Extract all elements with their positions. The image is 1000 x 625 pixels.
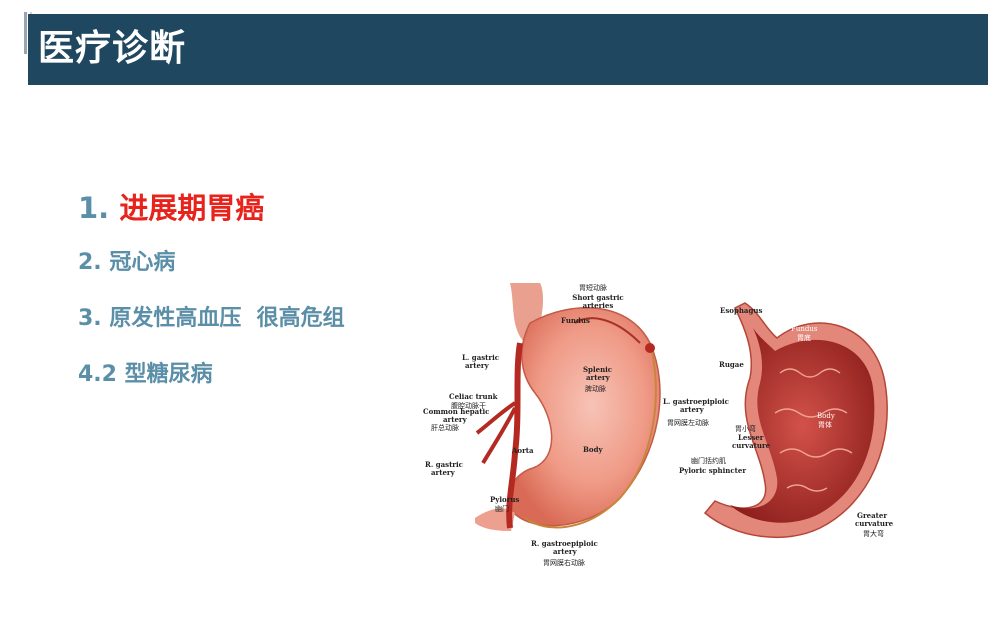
label-fundus: Fundus bbox=[561, 316, 590, 325]
label-pyloric-sphincter: Pyloric sphincter bbox=[679, 466, 746, 475]
label-l-gastric: L. gastric bbox=[462, 353, 499, 362]
external-stomach-labels: 胃短动脉 Short gastric arteries Fundus L. ga… bbox=[423, 283, 729, 567]
stomach-anatomy-figure: 胃短动脉 Short gastric arteries Fundus L. ga… bbox=[423, 283, 894, 567]
label-splenic-cn: 脾动脉 bbox=[585, 384, 606, 393]
label-common-hepatic-2: artery bbox=[443, 415, 468, 424]
label-greater-cn: 胃大弯 bbox=[863, 529, 884, 538]
label-splenic: Splenic bbox=[583, 365, 612, 374]
label-pylorus: Pylorus bbox=[490, 495, 519, 504]
label-short-gastric-cn: 胃短动脉 bbox=[579, 283, 607, 292]
label-fundus-inner: Fundus bbox=[791, 325, 818, 333]
label-r-gastric-2: artery bbox=[431, 468, 456, 477]
label-esophagus: Esophagus bbox=[720, 306, 762, 315]
label-common-hepatic: Common hepatic bbox=[423, 407, 489, 416]
label-pyloric-cn: 幽门括约肌 bbox=[691, 456, 726, 465]
external-stomach-illustration bbox=[475, 283, 661, 531]
label-lesser-2: curvature bbox=[732, 441, 771, 450]
label-greater: Greater bbox=[857, 511, 887, 520]
label-lesser: Lesser bbox=[738, 433, 764, 442]
diagnosis-number: 1. bbox=[78, 191, 110, 225]
label-rugae: Rugae bbox=[719, 360, 744, 369]
label-body-inner: Body bbox=[817, 412, 835, 420]
label-r-gastroepiploic-2: artery bbox=[553, 547, 578, 556]
label-common-hepatic-cn: 肝总动脉 bbox=[431, 423, 459, 432]
label-celiac-cn: 腹腔动脉干 bbox=[451, 401, 486, 410]
label-l-gastric-2: artery bbox=[465, 361, 490, 370]
diagnosis-item-2: 2. 冠心病 bbox=[78, 250, 176, 275]
label-l-gastroepiploic-cn: 胃网膜左动脉 bbox=[667, 418, 709, 427]
label-fundus-inner-cn: 胃底 bbox=[797, 333, 811, 342]
diagnosis-highlight: 进展期胃癌 bbox=[119, 191, 265, 225]
diagnosis-item-3: 3. 原发性高血压 很高危组 bbox=[78, 306, 345, 331]
diagnosis-item-4: 4.2 型糖尿病 bbox=[78, 362, 213, 387]
diagnosis-list: 1. 进展期胃癌 2. 冠心病 3. 原发性高血压 很高危组 4.2 型糖尿病 bbox=[78, 188, 345, 416]
label-short-gastric-2: arteries bbox=[583, 301, 614, 310]
label-r-gastroepiploic: R. gastroepiploic bbox=[531, 539, 598, 548]
label-celiac-trunk: Celiac trunk bbox=[449, 392, 498, 401]
label-short-gastric: Short gastric bbox=[572, 293, 623, 302]
label-l-gastroepiploic-2: artery bbox=[680, 405, 705, 414]
label-r-gastroepiploic-cn: 胃网膜右动脉 bbox=[543, 558, 585, 567]
page-title: 医疗诊断 bbox=[38, 28, 187, 69]
cross-section-stomach-illustration bbox=[703, 302, 888, 538]
accent-bar bbox=[24, 12, 27, 54]
label-aorta: Aorta bbox=[511, 446, 534, 455]
label-pylorus-cn: 幽门 bbox=[495, 504, 509, 513]
cross-section-labels: Esophagus Fundus 胃底 Rugae Body 胃体 胃小弯 Le… bbox=[679, 306, 894, 538]
label-body-inner-cn: 胃体 bbox=[818, 420, 832, 429]
label-r-gastric: R. gastric bbox=[425, 460, 463, 469]
label-body: Body bbox=[583, 445, 603, 454]
label-splenic-2: artery bbox=[586, 373, 611, 382]
diagnosis-item-1: 1. 进展期胃癌 bbox=[78, 188, 345, 228]
label-lesser-cn: 胃小弯 bbox=[735, 424, 756, 433]
label-greater-2: curvature bbox=[855, 519, 894, 528]
header-banner bbox=[28, 14, 988, 85]
label-l-gastroepiploic: L. gastroepiploic bbox=[663, 397, 729, 406]
